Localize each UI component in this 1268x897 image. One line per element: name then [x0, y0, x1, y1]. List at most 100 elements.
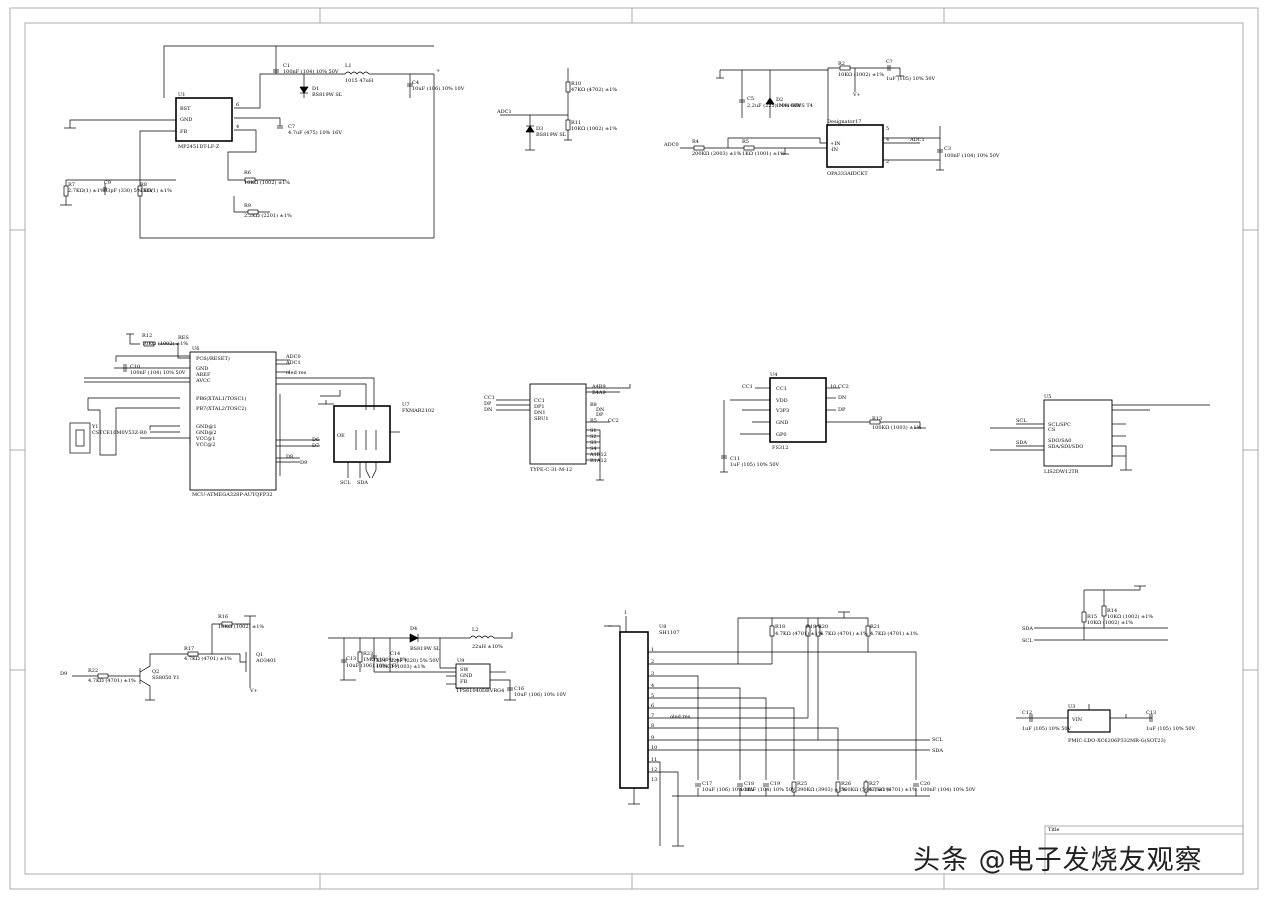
d1-ref: D1	[312, 86, 319, 92]
u9-pin-gnd: GND	[460, 673, 472, 679]
d2-ref: D2	[776, 97, 783, 103]
r15-value: 10KΩ (1002) ±1%	[1087, 619, 1133, 626]
c16-value: 10uF (106) 10% 10V	[514, 691, 567, 698]
r13-value: 100KΩ (1003) ±1%	[872, 424, 922, 431]
usb-net-dp: DP	[484, 401, 492, 407]
c4-value: 10uF (106) 10% 10V	[412, 85, 465, 92]
mcu-net-oledres: oled res	[286, 370, 307, 376]
c5-ref: C5	[747, 96, 754, 102]
d1-value: BS819W SL	[312, 92, 343, 98]
imu-pin-sda: SDA/SDI/SDO	[1048, 444, 1083, 450]
c9-value: 33pF (330) 5% 50V	[104, 187, 154, 194]
r11-value: 10KΩ (1002) ±1%	[571, 125, 617, 132]
usb-r-b5: B5	[590, 418, 597, 424]
r12-value: 10KΩ (1002) ±1%	[142, 340, 188, 347]
mcu-net-d9: D9	[300, 460, 307, 466]
r14-ref: R14	[1107, 608, 1117, 614]
u1-pin-fb: FB	[180, 129, 187, 135]
usb-r-dn: DN	[596, 407, 605, 413]
usb-s2: S2	[590, 434, 597, 440]
r25-ref: R25	[797, 781, 807, 787]
r4-value: 200KΩ (2003) ±1%	[692, 150, 742, 157]
adc0-net: ADC0	[663, 142, 679, 148]
fs312-cc2: CC2	[838, 384, 849, 390]
r22-value: 4.7KΩ (4701) ±1%	[88, 677, 136, 684]
adc-divider-block	[500, 68, 572, 151]
opamp-labels: Designator17 +IN -IN OPA333AIDCKT 5 4 2 …	[663, 59, 1000, 177]
opamp-block	[680, 65, 944, 171]
u7-part: FXMAR2102	[402, 408, 434, 414]
l2-ref: L2	[472, 627, 479, 633]
u8-pin-number: 3	[651, 671, 654, 677]
c7-value: 4.7uF (475) 10% 16V	[288, 129, 342, 136]
c12-value: 1uF (105) 10% 50V	[1022, 725, 1072, 732]
u8-pin-number: 4	[651, 683, 654, 689]
c10-ref: C10	[130, 364, 140, 370]
mcu-pin-vcc1: VCC@1	[195, 435, 215, 442]
u8-pin-number: 8	[651, 723, 654, 729]
mcu-pin-aref: AREF	[195, 372, 211, 378]
r9-ref: R9	[244, 203, 251, 209]
fs312-labels: U4 CC1 CC1 VDD V3P3 GND GP0 FS312 CC2 DN…	[730, 372, 922, 468]
opamp-pin-2: 2	[886, 159, 889, 165]
imu-pin-scl: SCL/SPC	[1048, 422, 1071, 428]
c19-ref: C19	[770, 781, 780, 787]
i2c-sda-net: SDA	[1022, 626, 1033, 632]
c7-ref: C7	[288, 124, 295, 130]
c11-value: 1uF (105) 10% 50V	[730, 461, 780, 468]
opamp-pin-neg: -IN	[830, 147, 839, 153]
net-plus: +	[436, 68, 440, 74]
usb-s3: S3	[590, 440, 597, 446]
oled-res-net: oled res	[670, 714, 691, 720]
u9-pin-fb: FB	[460, 679, 467, 685]
fs312-dp: DP	[838, 407, 846, 413]
u1-pin-6: 6	[236, 102, 239, 108]
r8-value: 1KΩ(1) ±1%	[140, 187, 172, 194]
u1-pin-4: 4	[236, 124, 239, 130]
d4-value: BS819W SL	[410, 646, 441, 652]
opamp-pin-5: 5	[886, 126, 889, 132]
usb-r-b8: B8	[590, 402, 597, 408]
imu-block	[990, 399, 1210, 471]
q1-value: AO3401	[255, 658, 276, 664]
c10-value: 100nF (104) 10% 50V	[130, 369, 186, 376]
imu-scl-net: SCL	[1016, 418, 1027, 424]
imu-ref: U5	[1044, 394, 1051, 400]
r24-ref: R24	[376, 658, 386, 664]
mcu-pin-pb6: PB6(XTAL1/TOSC1)	[196, 395, 246, 402]
c13-value: 10uF (106) 10% 16V	[346, 662, 399, 669]
l2-value: 22uH ±10%	[472, 644, 503, 650]
mcu-pin-reset: PC6(/RESET)	[196, 355, 230, 362]
mcu-net-d7: D7	[312, 443, 319, 449]
u7-ref: U7	[402, 402, 409, 408]
c17-ref: C17	[702, 781, 712, 787]
opamp-pin-4: 4	[886, 137, 889, 143]
oled-block	[604, 611, 930, 847]
u8-pin-number: 6	[651, 703, 654, 709]
vplus-driver: V+	[249, 688, 258, 694]
u1-pin-bst: BST	[180, 106, 191, 112]
r26-ref: R26	[841, 781, 851, 787]
usb-net-cc1: CC1	[484, 395, 495, 401]
q2-value: SS8050 Y1	[152, 675, 180, 681]
r2-value: 10KΩ (1002) ±1%	[838, 71, 884, 78]
c13-ref: C13	[346, 656, 356, 662]
u8-part: SH1107	[659, 630, 680, 636]
q2-ref: Q2	[152, 669, 159, 675]
u9-pin-sw: SW	[460, 667, 469, 673]
i2c-pullup-labels: SDA SCL R15 10KΩ (1002) ±1% R14 10KΩ (10…	[1022, 608, 1153, 644]
r26-value: 560KΩ (5603) ±1%	[841, 786, 891, 793]
u3-pin-vin: VIN	[1071, 717, 1083, 723]
r22-ref: R22	[88, 668, 98, 674]
mcu-part: MCU-ATMEGA328P-AUTQFP32	[192, 492, 273, 498]
fs312-dn: DN	[838, 395, 847, 401]
r4-ref: R4	[692, 139, 699, 145]
u8-pin-number: 1	[651, 647, 654, 653]
mcu-net-adc1: ADC1	[285, 360, 301, 366]
ldo-labels: U3 VIN PMIC-LDO-XC6206P332MR-G(SOT23) C1…	[1022, 704, 1196, 744]
fs312-pin-cc1: CC1	[776, 386, 787, 392]
r5-value: 1KΩ (1001) ±1%	[742, 150, 785, 157]
